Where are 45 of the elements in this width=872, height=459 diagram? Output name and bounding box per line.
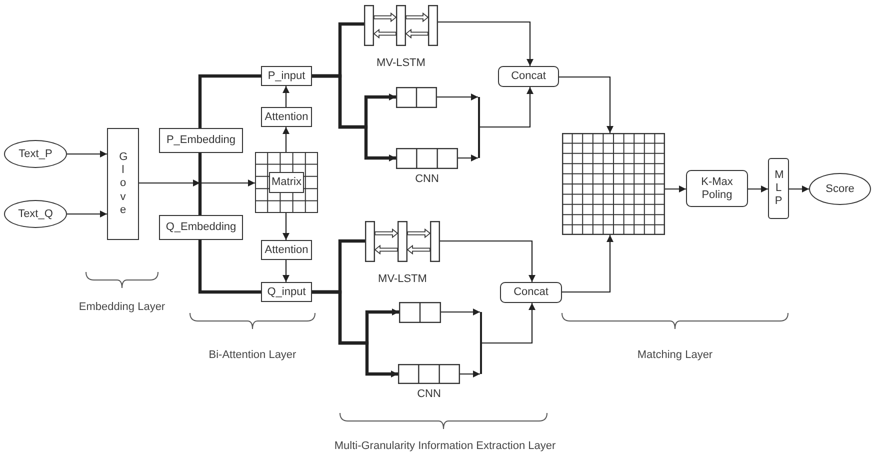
arrow	[480, 87, 534, 128]
vertical-block: Glove	[107, 128, 139, 240]
vertical-block: MLP	[768, 158, 789, 219]
arrow	[748, 186, 768, 192]
matrix-label: Matrix	[268, 172, 304, 193]
arrow	[282, 86, 290, 107]
ellipse-node: Text_Q	[4, 200, 67, 228]
process-box: P_Embedding	[159, 128, 243, 153]
layer-label: Multi-Granularity Information Extraction Layer	[333, 440, 557, 452]
module-label: CNN	[414, 173, 440, 185]
process-box: P_input	[261, 66, 312, 86]
arrow	[482, 303, 536, 344]
rounded-box: K-Max Poling	[686, 170, 748, 207]
process-box: Attention	[261, 107, 312, 127]
layer-label: Bi-Attention Layer	[208, 349, 298, 361]
arrow	[438, 21, 534, 66]
module-label: MV-LSTM	[376, 57, 426, 69]
arrow	[282, 127, 290, 152]
rounded-box: Concat	[498, 66, 559, 87]
rounded-box: Concat	[500, 282, 562, 303]
arrow	[559, 76, 614, 133]
arrow	[312, 290, 398, 378]
arrow	[282, 260, 290, 282]
arrow	[312, 74, 396, 162]
arrow	[789, 186, 809, 192]
ellipse-node: Score	[809, 173, 871, 205]
process-box: Attention	[261, 240, 312, 260]
arrow	[437, 94, 478, 100]
arrow	[67, 210, 107, 218]
arrow	[460, 370, 480, 378]
layer-label: Matching Layer	[636, 349, 714, 361]
process-box: Q_Embedding	[159, 215, 243, 240]
module-label: CNN	[416, 388, 442, 400]
ellipse-node: Text_P	[4, 140, 67, 168]
arrow	[67, 150, 107, 158]
arrow	[665, 186, 686, 192]
arrow	[139, 180, 255, 186]
arrow	[440, 240, 536, 282]
module-label: MV-LSTM	[377, 273, 428, 285]
layer-label: Embedding Layer	[78, 301, 166, 313]
process-box: Q_input	[261, 282, 312, 302]
arrow	[458, 154, 478, 162]
arrow	[282, 213, 290, 240]
arrow	[562, 235, 614, 293]
arrow	[441, 308, 480, 316]
